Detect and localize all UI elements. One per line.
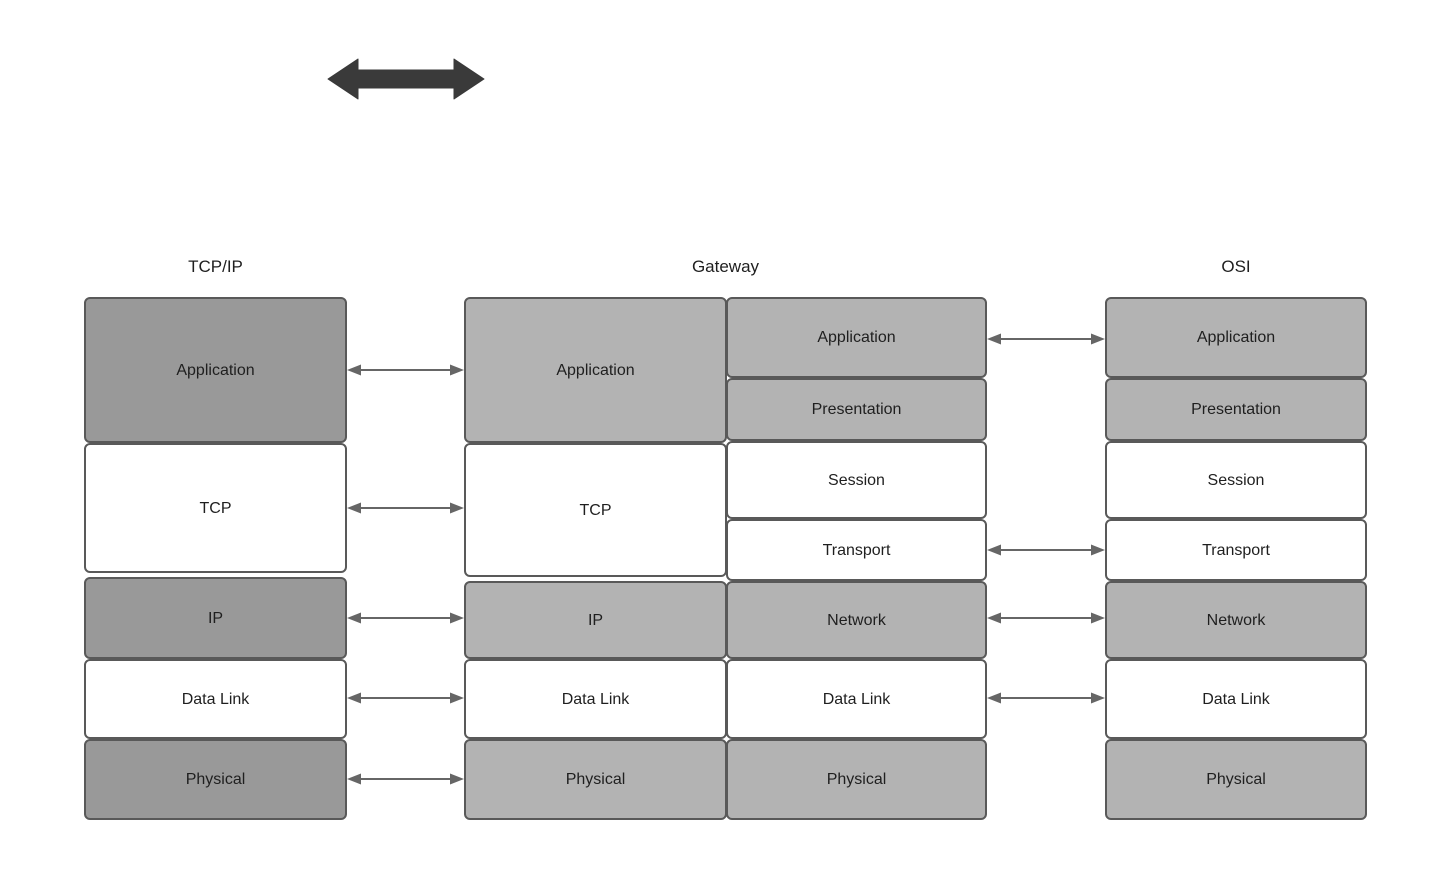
layer-osi-presentation[interactable]: Presentation [1105,378,1367,441]
layer-tcpip-data-link[interactable]: Data Link [84,659,347,739]
layer-gateway-right-application[interactable]: Application [726,297,987,378]
connector-ip-tcpip-gateway [347,609,464,627]
layer-osi-transport[interactable]: Transport [1105,519,1367,581]
connector-data-link-gateway-osi [987,689,1105,707]
connector-tcp-tcpip-gateway [347,499,464,517]
layer-gateway-left-data-link[interactable]: Data Link [464,659,727,739]
layer-tcpip-ip[interactable]: IP [84,577,347,659]
connector-application-gateway-osi [987,330,1105,348]
connector-transport-gateway-osi [987,541,1105,559]
layer-osi-data-link[interactable]: Data Link [1105,659,1367,739]
layer-gateway-left-ip[interactable]: IP [464,581,727,659]
connector-physical-tcpip-gateway [347,770,464,788]
column-title-osi: OSI [1221,257,1251,276]
connector-network-gateway-osi [987,609,1105,627]
layer-gateway-right-transport[interactable]: Transport [726,519,987,581]
layer-osi-network[interactable]: Network [1105,581,1367,659]
layer-gateway-right-session[interactable]: Session [726,441,987,519]
column-title-tcpip: TCP/IP [188,257,243,276]
connector-application-tcpip-gateway [347,361,464,379]
layer-tcpip-physical[interactable]: Physical [84,739,347,820]
layer-gateway-right-data-link[interactable]: Data Link [726,659,987,739]
column-title-gateway: Gateway [691,257,760,276]
layer-gateway-left-physical[interactable]: Physical [464,739,727,820]
layer-osi-application[interactable]: Application [1105,297,1367,378]
layer-osi-session[interactable]: Session [1105,441,1367,519]
layer-gateway-right-presentation[interactable]: Presentation [726,378,987,441]
connector-data-link-tcpip-gateway [347,689,464,707]
bidirectional-arrow-icon [326,55,486,103]
layer-tcpip-tcp[interactable]: TCP [84,443,347,573]
layer-gateway-left-tcp[interactable]: TCP [464,443,727,577]
layer-tcpip-application[interactable]: Application [84,297,347,443]
layer-gateway-left-application[interactable]: Application [464,297,727,443]
layer-gateway-right-network[interactable]: Network [726,581,987,659]
layer-osi-physical[interactable]: Physical [1105,739,1367,820]
layer-gateway-right-physical[interactable]: Physical [726,739,987,820]
